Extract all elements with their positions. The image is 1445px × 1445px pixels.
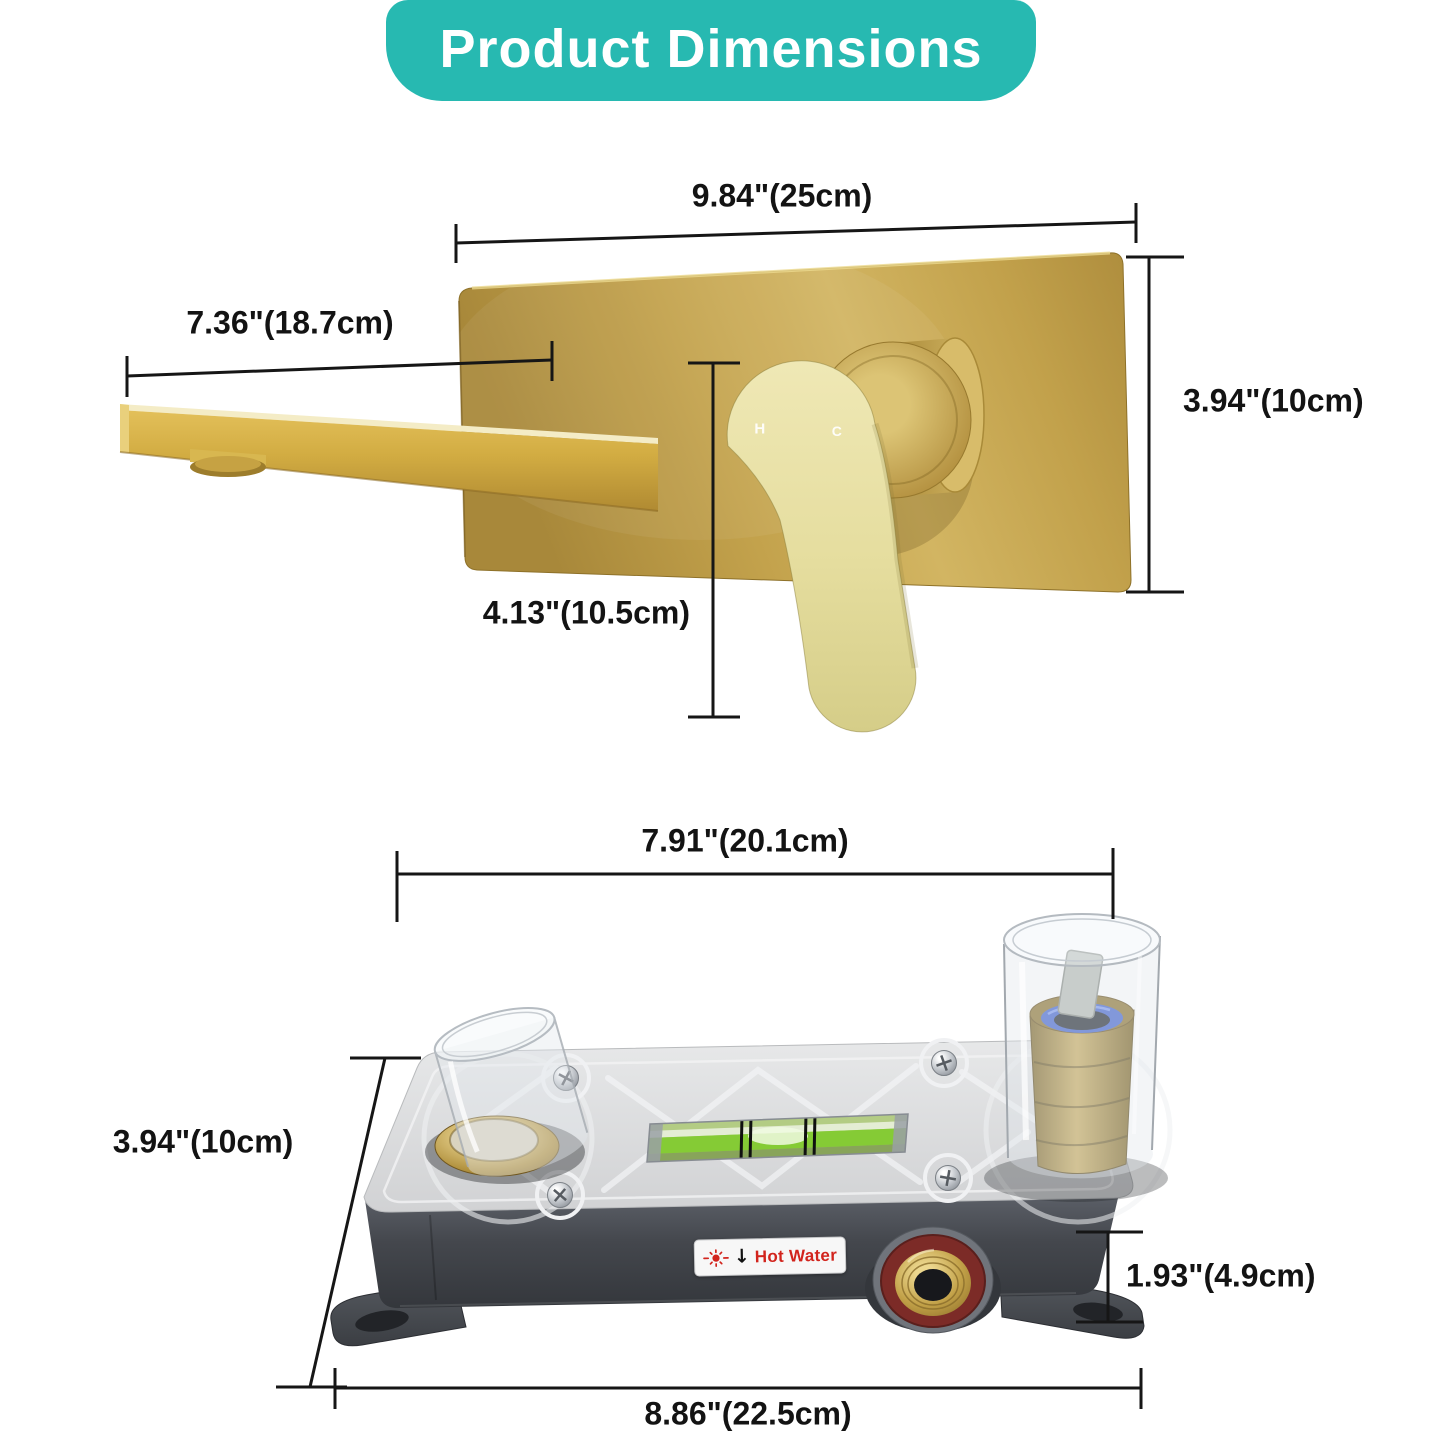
handle-cold-marker: C	[831, 423, 843, 439]
dim-label-spout-reach: 7.36"(18.7cm)	[186, 304, 394, 341]
cover-screws	[535, 1038, 973, 1220]
valve-box-illustration	[330, 913, 1173, 1347]
page-title: Product Dimensions	[439, 18, 983, 79]
dim-label-valve-top-width: 7.91"(20.1cm)	[641, 822, 849, 859]
down-arrow-icon: ↓	[733, 1245, 751, 1268]
dim-label-handle-length: 4.13"(10.5cm)	[482, 594, 690, 631]
dim-label-plate-height: 3.94"(10cm)	[1183, 382, 1364, 419]
dim-line-valve-base-width	[333, 1368, 1143, 1409]
dim-line-spout-reach	[125, 341, 554, 397]
sun-icon	[703, 1248, 729, 1267]
dim-label-valve-height: 3.94"(10cm)	[112, 1123, 294, 1160]
dim-label-inlet-offset: 1.93"(4.9cm)	[1126, 1257, 1316, 1294]
dim-line-plate-width	[454, 203, 1138, 263]
faucet-spout	[119, 404, 659, 512]
hot-water-text: Hot Water	[754, 1245, 838, 1266]
dim-label-valve-base-width: 8.86"(22.5cm)	[644, 1395, 852, 1432]
header-banner: Product Dimensions	[386, 0, 1036, 101]
spirit-level	[646, 1113, 909, 1163]
dim-label-plate-width: 9.84"(25cm)	[691, 177, 873, 214]
dimension-lines	[125, 203, 1184, 1409]
dim-line-valve-top-width	[395, 848, 1115, 922]
left-clear-cap	[433, 1006, 589, 1177]
spout-aerator	[190, 449, 266, 477]
hot-water-label: ↓ Hot Water	[693, 1236, 847, 1277]
hot-water-inlet	[872, 1226, 994, 1334]
right-clear-tube	[1003, 913, 1161, 1179]
faucet-handle	[726, 360, 919, 733]
dim-line-inlet-offset	[1076, 1230, 1143, 1324]
faucet-illustration	[119, 240, 1132, 733]
brass-cartridge	[1029, 949, 1135, 1174]
left-valve-port	[425, 1006, 589, 1184]
right-cartridge-port	[984, 913, 1168, 1202]
dim-line-plate-height	[1126, 255, 1184, 594]
handle-hot-marker: H	[754, 420, 766, 438]
dim-line-handle-length	[688, 361, 740, 719]
